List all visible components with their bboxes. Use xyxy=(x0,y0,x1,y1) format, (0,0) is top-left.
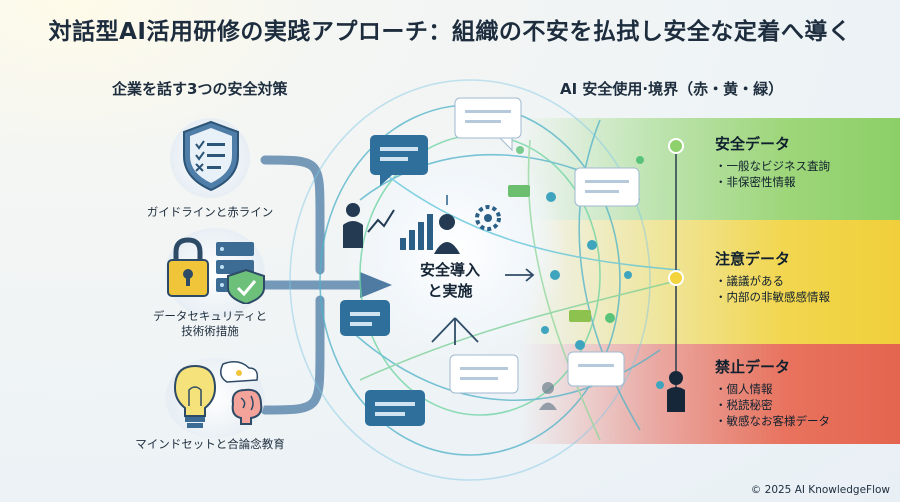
gear-icon xyxy=(475,205,501,231)
shield-checklist-icon xyxy=(183,120,239,192)
flow-arrow-head xyxy=(360,272,392,298)
chat-bubble-icon xyxy=(449,354,519,394)
copyright: © 2025 AI KnowledgeFlow xyxy=(750,484,890,496)
page-title: 対話型AI活用研修の実践アプローチ：組織の不安を払拭し安全な定着へ導く xyxy=(48,19,852,45)
chat-bubble-icon xyxy=(340,300,390,336)
chat-bubble-icon xyxy=(567,351,625,387)
chat-bubble-icon xyxy=(365,390,425,426)
left-item-label: マインドセットと合論念教育 xyxy=(135,437,285,451)
zone-item: ・税読秘密 xyxy=(715,398,773,412)
lock-server-icon xyxy=(167,237,265,304)
safe-zone-marker xyxy=(668,138,684,154)
caution-zone: 注意データ ・議議がある ・内部の非敏感感情報 xyxy=(715,248,830,305)
zone-item: ・議議がある xyxy=(715,274,784,288)
right-section-title: AI 安全使用·境界（赤・黄・緑） xyxy=(560,80,784,98)
center-arrows xyxy=(431,268,535,345)
zone-title: 注意データ xyxy=(715,250,791,268)
prohibited-zone: 禁止データ ・個人情報 ・税読秘密 ・敏感なお客様データ xyxy=(715,356,830,429)
zone-title: 安全データ xyxy=(715,135,791,153)
bar-chart-icon xyxy=(400,214,433,250)
chat-bubble-icon xyxy=(370,135,428,186)
person-icon xyxy=(667,371,685,412)
zone-item: ・敏感なお客様データ xyxy=(715,414,830,428)
caution-zone-marker xyxy=(668,270,684,286)
chat-bubble-icon xyxy=(569,310,591,322)
chat-bubbles xyxy=(340,97,640,426)
zone-title: 禁止データ xyxy=(715,358,791,376)
left-section-title: 企業を話す3つの安全対策 xyxy=(112,80,288,98)
zone-item: ・内部の非敏感感情報 xyxy=(715,290,830,304)
person-icon xyxy=(434,214,460,254)
chat-bubble-icon xyxy=(508,185,530,197)
zone-item: ・個人情報 xyxy=(715,382,773,396)
chat-bubble-icon xyxy=(454,97,522,152)
flow-arrows xyxy=(260,155,365,415)
presenter-icon xyxy=(343,203,395,248)
chat-bubble-icon xyxy=(574,167,640,207)
left-item-label: ガイドラインと赤ライン xyxy=(146,205,274,219)
zone-item: ・非保密性情報 xyxy=(715,175,796,189)
zone-item: ・一般なビジネス査詢 xyxy=(715,159,830,173)
safe-zone: 安全データ ・一般なビジネス査詢 ・非保密性情報 xyxy=(715,133,830,190)
left-item-label: データセキュリティと 技術術措施 xyxy=(152,309,268,338)
lightbulb-brain-icon xyxy=(173,361,263,428)
person-icon xyxy=(539,382,557,410)
network-nodes xyxy=(467,122,664,389)
center-label: 安全導入 と実施 xyxy=(419,261,480,300)
